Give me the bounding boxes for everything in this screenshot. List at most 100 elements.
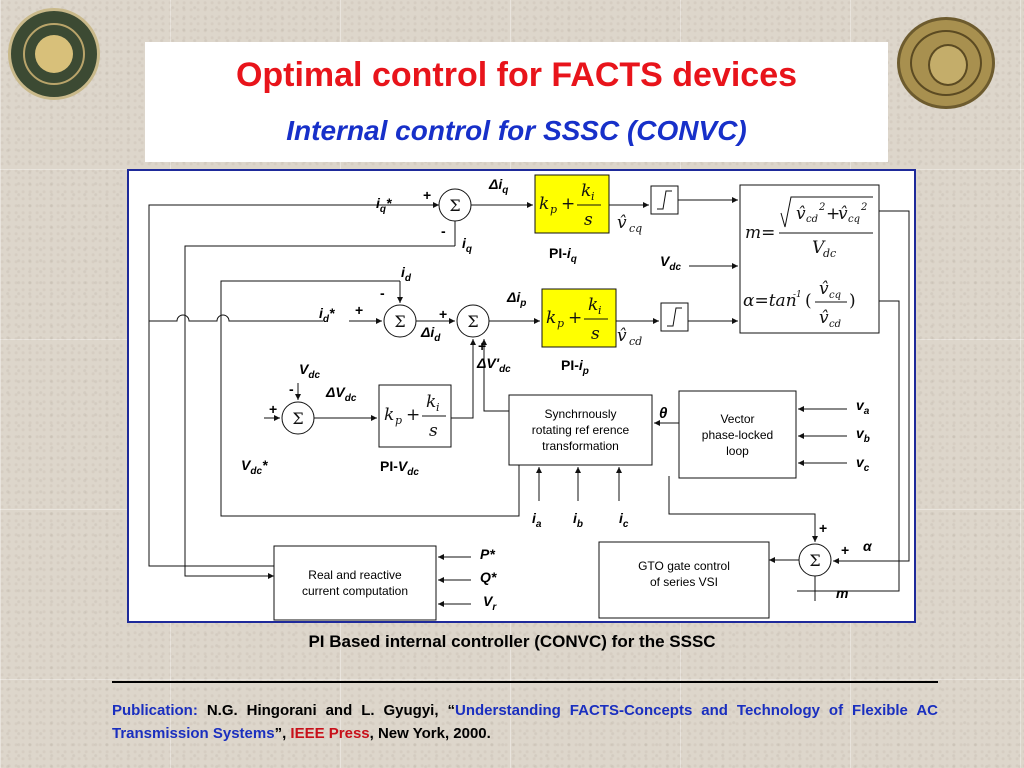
svg-text:cd: cd xyxy=(629,335,642,348)
seal-emblem xyxy=(928,44,968,86)
control-block-diagram: k p + k i s k p + k i s k p + k i s v̂cq… xyxy=(127,169,916,623)
theta-label: θ xyxy=(659,405,668,422)
pi-ip-block xyxy=(541,288,617,348)
svg-text:k: k xyxy=(384,405,394,425)
sync-transform-block: Synchrnously rotating ref erence transfo… xyxy=(531,407,630,453)
institute-seal-right xyxy=(897,17,995,109)
svg-text:v̂: v̂ xyxy=(838,204,848,224)
svg-text:p: p xyxy=(395,414,402,427)
sign-plus: + xyxy=(478,338,487,354)
pll-block: Vector phase-locked loop xyxy=(701,411,774,458)
delta-vdc-prime-label: ΔV'dc xyxy=(477,355,511,375)
svg-text:k: k xyxy=(588,295,598,315)
pi-ip-label: PI-ip xyxy=(561,357,589,377)
divider-rule xyxy=(112,681,938,683)
svg-text:-1: -1 xyxy=(793,290,802,300)
svg-text:k: k xyxy=(539,194,549,214)
vdc-feedback-label: Vdc xyxy=(299,361,321,381)
svg-text:cq: cq xyxy=(848,214,860,225)
svg-text:+: + xyxy=(568,308,582,328)
svg-text:Σ: Σ xyxy=(394,312,405,331)
seal-emblem xyxy=(35,35,73,73)
delta-vdc-label: ΔVdc xyxy=(326,384,357,404)
svg-text:v̂: v̂ xyxy=(819,279,829,299)
svg-text:): ) xyxy=(849,291,856,311)
sign-plus: + xyxy=(423,187,432,203)
vr-label: Vr xyxy=(483,593,497,613)
svg-text:i: i xyxy=(598,304,602,317)
svg-text:v̂: v̂ xyxy=(617,326,627,346)
sign-plus: + xyxy=(819,520,828,536)
pub-sep: ”, xyxy=(274,725,291,742)
svg-text:i: i xyxy=(591,190,595,203)
publication-reference: Publication: N.G. Hingorani and L. Gyugy… xyxy=(112,699,938,745)
limiter-d xyxy=(660,302,689,332)
id-star-label: id* xyxy=(319,305,335,325)
pub-publisher: IEEE Press xyxy=(290,725,370,742)
pub-authors: N.G. Hingorani and L. Gyugyi xyxy=(206,702,435,719)
sign-plus: + xyxy=(355,302,364,318)
gto-control-block: GTO gate control of series VSI xyxy=(638,559,730,589)
sign-minus: - xyxy=(441,223,446,239)
pi-iq-label: PI-iq xyxy=(549,245,577,265)
sign-plus: + xyxy=(841,542,850,558)
pub-sep: , “ xyxy=(434,702,455,719)
svg-text:Σ: Σ xyxy=(809,551,820,570)
delta-id-label: Δid xyxy=(421,324,441,344)
delta-iq-label: Δiq xyxy=(489,176,509,196)
svg-text:p: p xyxy=(557,317,564,330)
sign-minus: - xyxy=(380,285,385,301)
svg-text:cd: cd xyxy=(829,319,841,330)
svg-text:k: k xyxy=(426,392,436,412)
sign-minus: - xyxy=(289,381,294,397)
svg-text:v̂: v̂ xyxy=(796,204,806,224)
pi-vdc-label: PI-Vdc xyxy=(380,458,419,478)
ib-label: ib xyxy=(573,510,583,530)
svg-text:v̂: v̂ xyxy=(819,308,829,328)
svg-text:s: s xyxy=(429,421,438,441)
svg-text:i: i xyxy=(436,401,440,414)
slide-title: Optimal control for FACTS devices xyxy=(235,56,798,94)
svg-text:dc: dc xyxy=(823,247,836,260)
seal-ring xyxy=(910,30,982,96)
university-seal-left xyxy=(8,8,100,100)
title-box: Optimal control for FACTS devices Intern… xyxy=(145,42,888,162)
diagram-caption: PI Based internal controller (CONVC) for… xyxy=(308,632,716,651)
svg-text:Σ: Σ xyxy=(467,312,478,331)
sign-plus: + xyxy=(439,306,448,322)
alpha-label: α xyxy=(863,538,872,554)
pub-tail: , New York, 2000. xyxy=(369,725,491,742)
iq-label: iq xyxy=(462,235,472,255)
seal-ring xyxy=(23,23,85,85)
ic-label: ic xyxy=(619,510,629,530)
pub-label: Publication: xyxy=(112,702,198,719)
svg-text:s: s xyxy=(591,324,600,344)
ia-label: ia xyxy=(532,510,542,530)
vb-label: vb xyxy=(856,425,870,445)
va-label: va xyxy=(856,397,870,417)
sum-q-symbol: Σ xyxy=(449,196,460,215)
svg-text:α=tan: α=tan xyxy=(743,291,797,311)
svg-text:+: + xyxy=(406,405,420,425)
diagram-wires: k p + k i s k p + k i s k p + k i s v̂cq… xyxy=(148,174,910,621)
svg-text:Σ: Σ xyxy=(292,409,303,428)
svg-text:k: k xyxy=(546,308,556,328)
vdc-equation-label: Vdc xyxy=(660,253,682,273)
slide-subtitle: Internal control for SSSC (CONVC) xyxy=(286,115,747,146)
pi-iq-block xyxy=(534,174,610,234)
vc-label: vc xyxy=(856,454,870,474)
m-label: m xyxy=(836,585,849,601)
svg-text:+: + xyxy=(826,204,840,224)
svg-text:cq: cq xyxy=(629,222,642,235)
p-star-label: P* xyxy=(480,546,495,562)
real-reactive-block: Real and reactive current computation xyxy=(301,568,409,598)
equation-box xyxy=(739,184,880,334)
delta-ip-label: Δip xyxy=(507,289,527,309)
pub-book-title: Understanding FACTS-Concepts and Technol… xyxy=(112,702,938,742)
svg-text:k: k xyxy=(581,181,591,201)
svg-text:2: 2 xyxy=(860,202,867,213)
svg-text:2: 2 xyxy=(818,202,825,213)
svg-text:(: ( xyxy=(805,291,812,311)
vdc-star-label: Vdc* xyxy=(241,457,268,477)
id-label: id xyxy=(401,264,411,284)
